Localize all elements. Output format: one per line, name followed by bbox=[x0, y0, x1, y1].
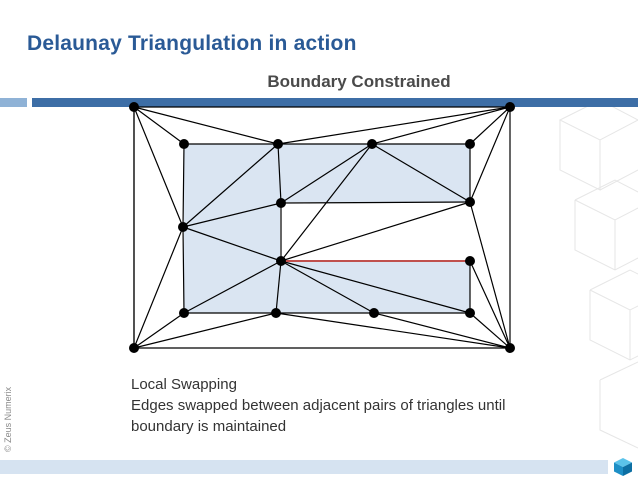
body-line: boundary is maintained bbox=[131, 418, 287, 435]
node bbox=[129, 102, 139, 112]
mesh-edges bbox=[133, 106, 511, 349]
copyright-text: © Zeus Numerix bbox=[3, 386, 13, 452]
node bbox=[505, 343, 515, 353]
cube-logo-icon bbox=[614, 458, 632, 476]
shaded-region bbox=[184, 144, 470, 313]
node bbox=[179, 139, 189, 149]
node bbox=[178, 222, 188, 232]
node bbox=[465, 197, 475, 207]
node bbox=[465, 139, 475, 149]
node bbox=[129, 343, 139, 353]
slide-subtitle: Boundary Constrained bbox=[267, 72, 451, 91]
node bbox=[276, 198, 286, 208]
node bbox=[505, 102, 515, 112]
node bbox=[465, 308, 475, 318]
header-bar bbox=[32, 98, 638, 107]
slide-title: Delaunay Triangulation in action bbox=[27, 32, 357, 55]
body-line-heading: Local Swapping bbox=[131, 376, 237, 393]
mesh-nodes bbox=[129, 102, 515, 353]
node bbox=[179, 308, 189, 318]
node bbox=[369, 308, 379, 318]
slide-body: Local Swapping Edges swapped between adj… bbox=[131, 374, 505, 437]
body-line: Edges swapped between adjacent pairs of … bbox=[131, 397, 506, 414]
node bbox=[271, 308, 281, 318]
footer-bar bbox=[0, 460, 608, 474]
node bbox=[276, 256, 286, 266]
header-bar-left bbox=[0, 98, 27, 107]
node bbox=[465, 256, 475, 266]
node bbox=[273, 139, 283, 149]
node bbox=[367, 139, 377, 149]
